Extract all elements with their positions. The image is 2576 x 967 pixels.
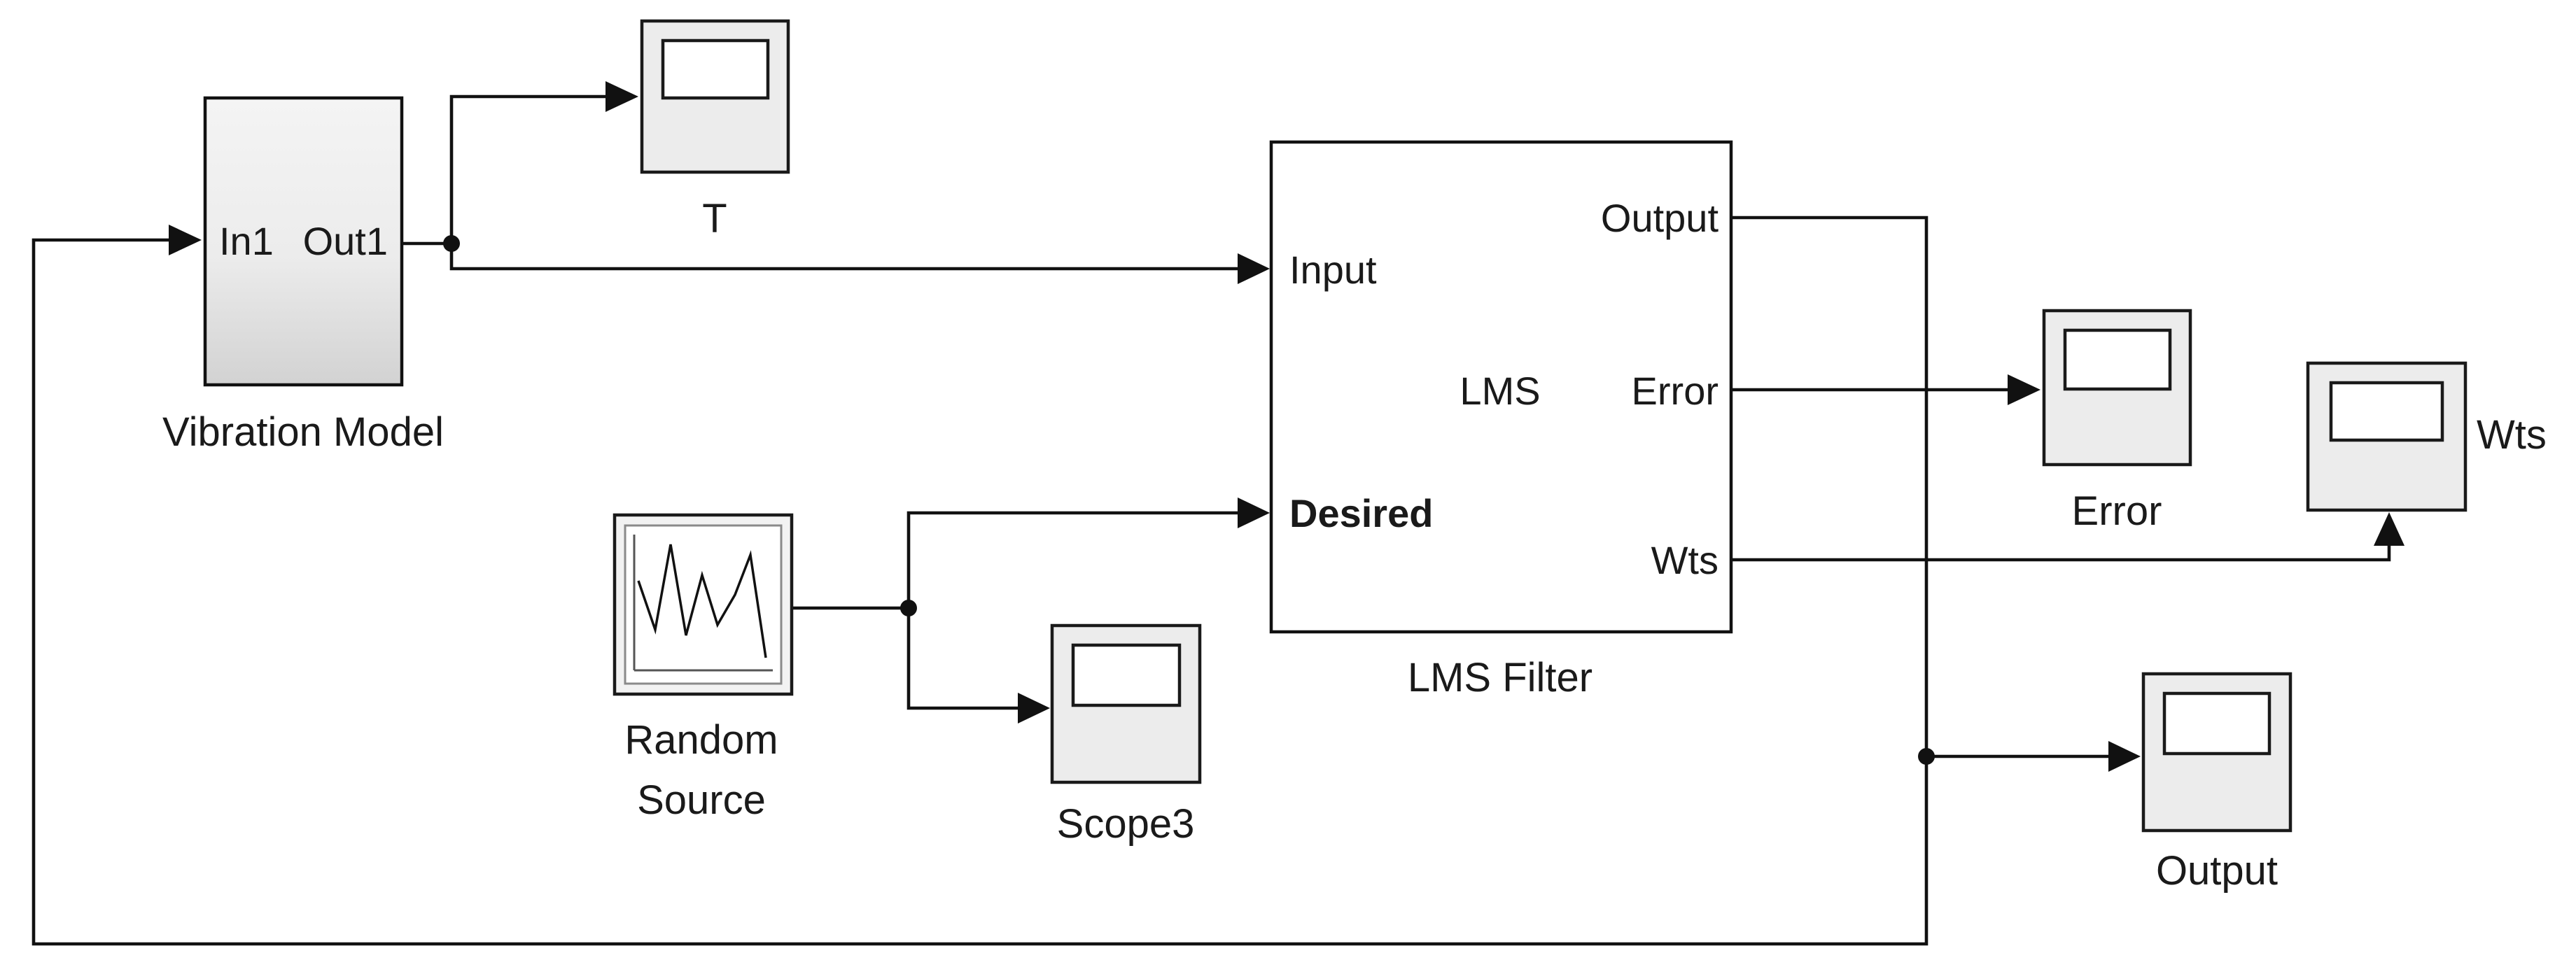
scope-output-label: Output <box>2156 848 2278 894</box>
wire-to-lms-desired[interactable] <box>906 511 1238 608</box>
lms-desired-port: Desired <box>1289 491 1433 535</box>
scope-wts-label: Wts <box>2477 412 2547 458</box>
arrowhead-scope-error <box>2008 374 2040 405</box>
wire-to-scope-t[interactable] <box>449 94 606 243</box>
arrowhead-scope-wts <box>2374 512 2404 546</box>
vibration-model-out-port: Out1 <box>303 219 388 263</box>
random-source-label-line1: Random <box>624 717 778 763</box>
wire-to-scope3[interactable] <box>906 608 1018 710</box>
arrowhead-scope-t <box>606 81 638 112</box>
arrowhead-scope-output <box>2108 741 2141 772</box>
vibration-model-in-port: In1 <box>219 219 274 263</box>
scope3-label: Scope3 <box>1057 801 1195 847</box>
lms-center-label: LMS <box>1460 369 1540 413</box>
lms-output-port: Output <box>1601 196 1719 240</box>
lms-input-port: Input <box>1289 248 1377 292</box>
scope-wts-block[interactable] <box>2306 361 2468 512</box>
branch-point-random <box>900 600 917 616</box>
lms-filter-block[interactable]: Input Desired LMS Output Error Wts <box>1269 140 1733 634</box>
lms-filter-label: LMS Filter <box>1408 655 1592 700</box>
random-source-block[interactable] <box>612 513 794 696</box>
branch-point-vibration <box>443 235 460 252</box>
branch-point-output <box>1918 748 1935 765</box>
arrowhead-lms-input <box>1238 253 1270 284</box>
vibration-model-block[interactable]: In1 Out1 <box>203 96 404 387</box>
wire-to-scope-wts[interactable] <box>1731 544 2391 562</box>
arrowhead-scope3 <box>1018 693 1050 724</box>
arrowhead-vibration-in <box>169 225 202 255</box>
scope-t-block[interactable] <box>640 19 790 174</box>
wire-to-lms-input[interactable] <box>449 243 1238 271</box>
scope-t-label: T <box>702 196 727 241</box>
wire-lms-output[interactable] <box>31 216 1928 946</box>
scope-error-label: Error <box>2072 488 2162 534</box>
lms-error-port: Error <box>1632 369 1718 413</box>
random-signal-icon <box>633 535 773 672</box>
scope-output-block[interactable] <box>2141 672 2292 833</box>
vibration-model-label: Vibration Model <box>162 409 444 455</box>
lms-wts-port: Wts <box>1651 538 1718 582</box>
scope-error-block[interactable] <box>2042 309 2192 467</box>
random-source-label-line2: Source <box>637 777 766 823</box>
scope3-block[interactable] <box>1050 623 1202 784</box>
arrowhead-lms-desired <box>1238 497 1270 528</box>
random-waveform-icon <box>637 544 767 658</box>
